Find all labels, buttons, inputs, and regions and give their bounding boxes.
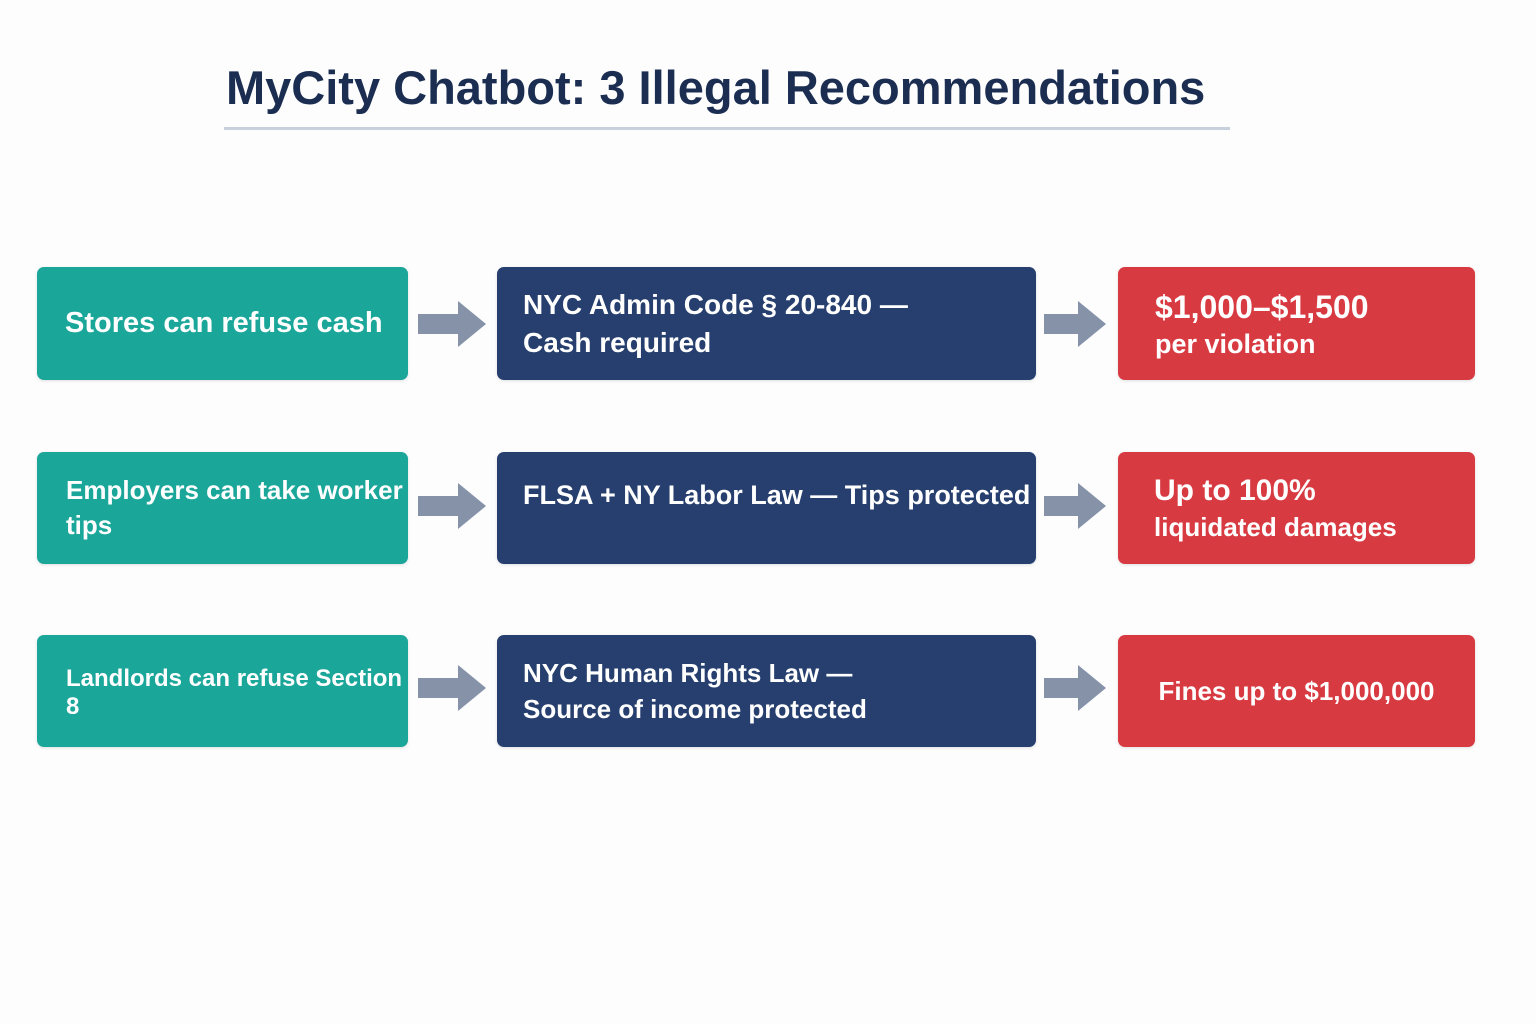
arrow-right-icon [1044, 483, 1114, 529]
law-text-line2: Source of income protected [523, 694, 867, 724]
penalty-text-line2: per violation [1155, 328, 1316, 359]
law-text-line1: NYC Admin Code § 20-840 — [523, 288, 908, 320]
claim-box-tips: Employers can take worker tips [37, 452, 408, 564]
penalty-text-line1: Up to 100% [1154, 474, 1316, 507]
penalty-box-section8: Fines up to $1,000,000 [1118, 635, 1475, 747]
arrow-right-icon [1044, 665, 1114, 711]
law-text-line1: NYC Human Rights Law — [523, 658, 853, 688]
penalty-text-line1: $1,000–$1,500 [1155, 288, 1369, 325]
penalty-text: Fines up to $1,000,000 [1158, 675, 1435, 706]
title-underline [224, 127, 1230, 130]
claim-box-cash: Stores can refuse cash [37, 267, 408, 380]
law-text: FLSA + NY Labor Law — Tips protected [523, 480, 1031, 510]
law-text-line2: Cash required [523, 326, 712, 358]
claim-text: Landlords can refuse Section 8 [66, 665, 403, 720]
claim-box-section8: Landlords can refuse Section 8 [37, 635, 408, 747]
law-box-section8: NYC Human Rights Law — Source of income … [497, 635, 1036, 747]
penalty-text-line2: liquidated damages [1154, 512, 1397, 542]
claim-text-line1: Employers can take worker [66, 475, 403, 505]
arrow-right-icon [418, 483, 488, 529]
penalty-box-tips: Up to 100% liquidated damages [1118, 452, 1475, 564]
claim-text-line2: tips [66, 510, 113, 540]
law-box-cash: NYC Admin Code § 20-840 — Cash required [497, 267, 1036, 380]
arrow-right-icon [418, 665, 488, 711]
arrow-right-icon [1044, 301, 1114, 347]
claim-text: Stores can refuse cash [65, 307, 383, 339]
law-box-tips: FLSA + NY Labor Law — Tips protected [497, 452, 1036, 564]
diagram-title: MyCity Chatbot: 3 Illegal Recommendation… [226, 61, 1206, 114]
penalty-box-cash: $1,000–$1,500 per violation [1118, 267, 1475, 380]
arrow-right-icon [418, 301, 488, 347]
